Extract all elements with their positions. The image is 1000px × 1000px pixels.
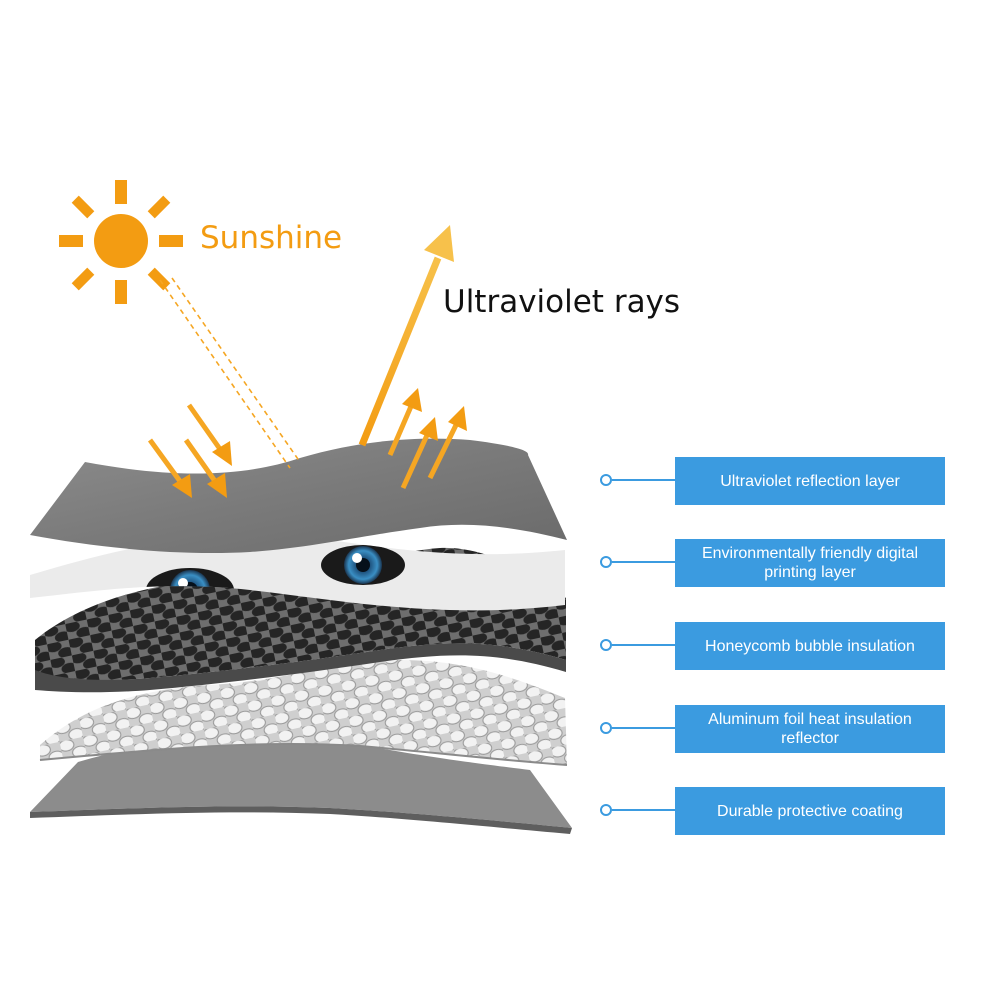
layer-label-text: Environmentally friendly digital printin…	[701, 545, 919, 581]
sunlight-beam	[159, 277, 301, 469]
layer-label-text: Aluminum foil heat insulation reflector	[708, 711, 912, 747]
layer-label-aluminum-foil: Aluminum foil heat insulation reflector	[675, 705, 945, 753]
layer-label-protective-coating: Durable protective coating	[675, 787, 945, 835]
uv-ray-arrow	[358, 225, 454, 447]
layer-label-text: Durable protective coating	[717, 802, 903, 820]
layer-label-text: Honeycomb bubble insulation	[705, 637, 915, 655]
ultraviolet-rays-label: Ultraviolet rays	[443, 284, 681, 320]
sunshine-label: Sunshine	[200, 220, 343, 256]
uv-reflection-layer	[30, 438, 567, 554]
layer-label-digital-printing: Environmentally friendly digital printin…	[675, 539, 945, 587]
layer-label-uv-reflection: Ultraviolet reflection layer	[675, 457, 945, 505]
reflected-ray-arrows	[387, 388, 467, 490]
sun-icon	[59, 180, 183, 304]
protective-coating-layer	[30, 735, 572, 834]
layer-label-text: Ultraviolet reflection layer	[720, 472, 900, 490]
layer-label-honeycomb: Honeycomb bubble insulation	[675, 622, 945, 670]
incoming-ray-arrows	[147, 403, 232, 498]
label-connectors	[600, 474, 675, 816]
aluminum-foil-layer	[39, 660, 568, 766]
